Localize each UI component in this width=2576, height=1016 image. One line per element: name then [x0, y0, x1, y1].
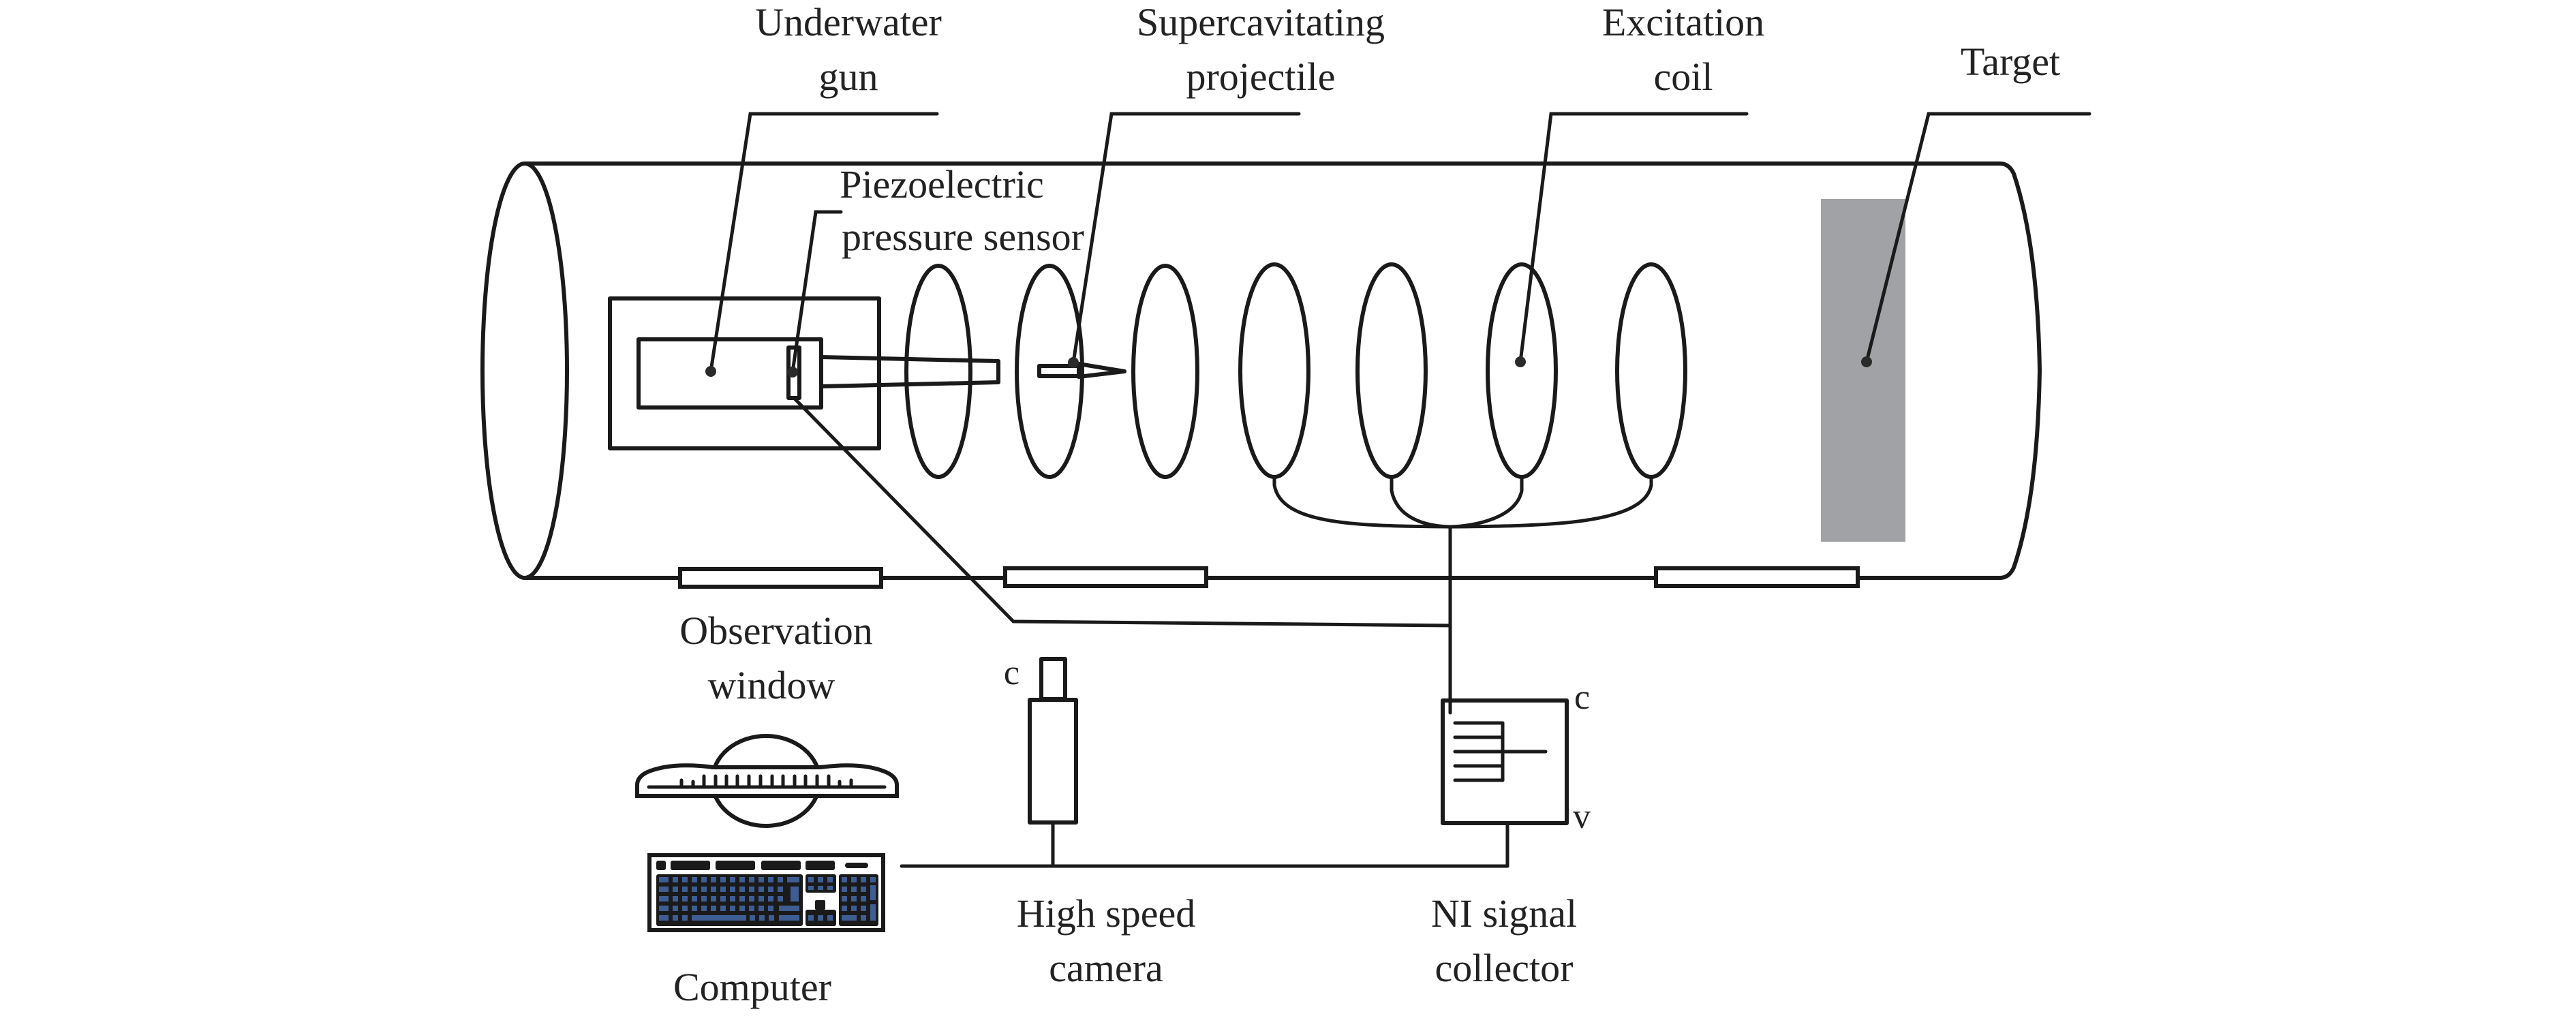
data-bus	[900, 820, 1509, 868]
camera-lens	[1039, 657, 1067, 701]
labels: Underwater gun Supercavitating projectil…	[673, 0, 2060, 1009]
monitor-screen	[635, 763, 899, 798]
observation-windows	[678, 566, 1860, 589]
observation-window-3	[1654, 566, 1860, 588]
leader-lines	[705, 112, 2091, 378]
keyboard-numpad	[839, 874, 878, 926]
underwater-gun	[608, 296, 1000, 450]
leader-excitation-coil	[1518, 112, 1749, 364]
camera-body	[1028, 698, 1078, 825]
label-underwater-gun-line2: gun	[819, 55, 878, 99]
coil-1	[904, 264, 972, 479]
label-camera-line2: camera	[1049, 946, 1163, 990]
label-underwater-gun-line1: Underwater	[755, 0, 942, 44]
computer-monitor	[635, 734, 899, 828]
dot-pressure-sensor	[787, 367, 798, 378]
observation-window-2	[1003, 566, 1208, 588]
coil-2	[1015, 264, 1084, 479]
sensor-signal-wire	[792, 396, 1452, 628]
tank-right-end	[1998, 161, 2042, 580]
dot-projectile	[1068, 357, 1079, 368]
observation-window-1	[678, 567, 883, 589]
label-excitation-coil-line1: Excitation	[1602, 0, 1764, 44]
projectile-nose	[1077, 362, 1126, 379]
monitor-ticks	[679, 774, 853, 789]
keyboard-keys	[659, 877, 876, 921]
leader-underwater-gun	[709, 112, 939, 373]
dot-target	[1861, 356, 1872, 367]
leader-pressure-sensor	[791, 210, 843, 374]
dot-excitation-coil	[1515, 356, 1526, 367]
coil-6-lead	[1448, 475, 1524, 529]
label-projectile-line1: Supercavitating	[1137, 0, 1385, 44]
label-observation-window-line1: Observation	[679, 609, 873, 653]
label-collector-line1: NI signal	[1431, 891, 1577, 936]
coil-harness	[1272, 475, 1653, 715]
coil-4	[1238, 262, 1310, 479]
collector-body	[1441, 698, 1569, 825]
coils	[904, 262, 1687, 479]
label-excitation-coil-line2: coil	[1654, 55, 1713, 99]
coil-7-lead	[1448, 475, 1653, 529]
gun-outer-housing	[608, 296, 881, 450]
collector-symbol	[1453, 721, 1548, 782]
label-projectile-line2: projectile	[1186, 55, 1335, 99]
coil-7	[1615, 262, 1687, 479]
collector-terminal-v: v	[1573, 797, 1591, 836]
label-pressure-sensor-line1: Piezoelectric	[840, 162, 1044, 206]
collector-terminal-c: c	[1574, 678, 1590, 717]
coil-6	[1486, 262, 1558, 479]
computer-keyboard	[647, 853, 885, 932]
coil-3	[1131, 264, 1199, 479]
label-pressure-sensor-line2: pressure sensor	[842, 215, 1084, 259]
coil-4-lead	[1272, 475, 1452, 529]
ni-signal-collector: c v	[1441, 678, 1591, 836]
tank-left-end	[480, 161, 569, 580]
label-computer: Computer	[673, 965, 831, 1009]
coil-5-lead	[1390, 475, 1452, 529]
leader-projectile	[1071, 112, 1301, 365]
label-target: Target	[1961, 40, 2060, 84]
camera-terminal-c: c	[1004, 653, 1019, 692]
gun-barrel	[819, 355, 1000, 388]
high-speed-camera: c	[1004, 653, 1078, 825]
label-observation-window-line2: window	[708, 663, 835, 707]
dot-underwater-gun	[705, 366, 716, 377]
coil-5	[1355, 262, 1428, 479]
label-camera-line1: High speed	[1017, 891, 1196, 936]
supercavitating-projectile	[1037, 362, 1126, 379]
leader-target	[1865, 112, 2091, 364]
label-collector-line2: collector	[1435, 946, 1574, 990]
